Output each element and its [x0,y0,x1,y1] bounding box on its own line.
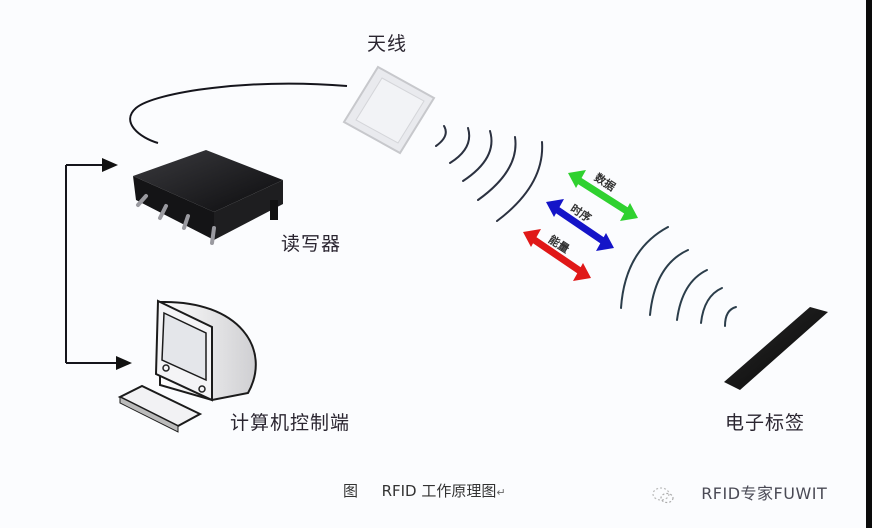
tag-label: 电子标签 [725,412,806,434]
antenna-label: 天线 [367,33,408,55]
right-edge-border [866,0,872,528]
connection-lines [65,82,348,364]
reader-device-icon [133,150,283,245]
energy-arrow-icon [523,229,591,281]
watermark-text: RFID专家FUWIT [701,484,828,503]
antenna-cable [129,82,348,144]
figure-caption: 图 RFID 工作原理图↵ [343,480,506,501]
computer-label: 计算机控制端 [230,412,351,434]
caption-prefix: 图 [343,482,359,500]
reader-label: 读写器 [281,233,342,255]
antenna-icon [342,65,436,155]
data-arrow-icon [568,170,638,221]
antenna-waves-icon [435,125,544,222]
return-mark: ↵ [496,486,506,499]
bidirectional-link [65,164,118,364]
caption-text: RFID 工作原理图 [381,482,497,500]
tag-waves-icon [620,226,737,327]
computer-icon [117,299,257,433]
arrow-to-reader-icon [102,158,118,172]
watermark: RFID专家FUWIT [650,480,827,504]
arrow-to-computer-icon [116,356,132,370]
signal-arrows [523,170,638,281]
timing-arrow-icon [546,199,614,251]
wechat-logo-icon [650,486,676,504]
rfid-tag-icon [724,307,828,390]
